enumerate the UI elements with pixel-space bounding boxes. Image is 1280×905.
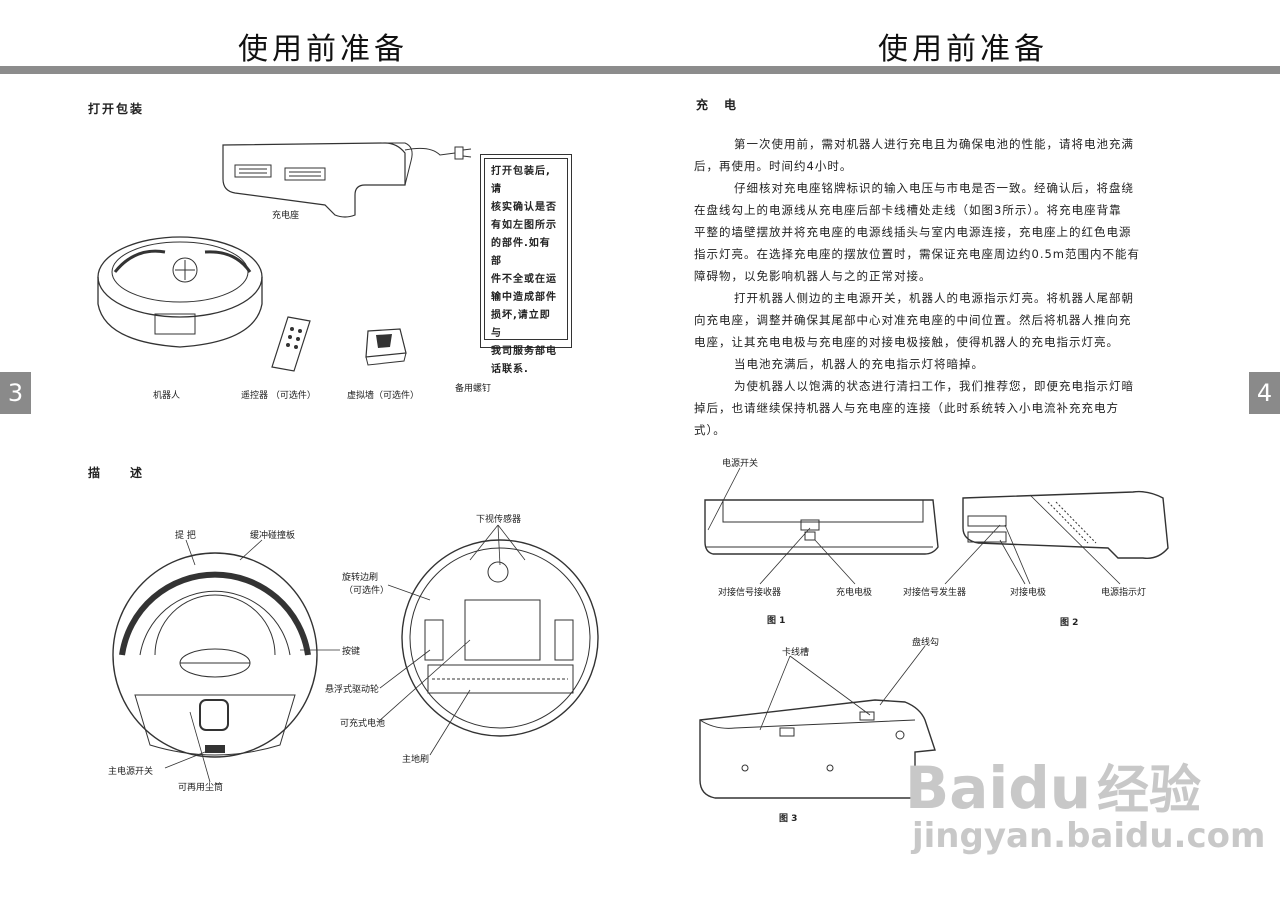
watermark-url: jingyan.baidu.com (912, 816, 1266, 856)
para-line: 掉后，也请继续保持机器人与充电座的连接（此时系统转入小电流补充充电方 (694, 401, 1119, 415)
caption-fig1: 图 1 (767, 616, 786, 626)
robot-top-view (112, 552, 318, 758)
describe-title: 描 述 (88, 466, 145, 480)
para-line: 平整的墙壁摆放并将充电座的电源线插头与室内电源连接，充电座上的红色电源 (694, 225, 1132, 239)
para-line: 电座，让其充电电极与充电座的对接电极接触，使得机器人的充电指示灯亮。 (694, 335, 1119, 349)
notice-line: 输中造成部件 (491, 292, 557, 303)
label-dock: 充电座 (272, 211, 300, 221)
robot-illustration (97, 236, 263, 348)
label-battery: 可充式电池 (340, 719, 386, 729)
figure-2-dock (962, 490, 1169, 559)
dock-illustration (222, 142, 472, 218)
para-line: 障碍物，以免影响机器人与之的正常对接。 (694, 269, 932, 283)
label-side-brush-optional: （可选件） (344, 586, 390, 596)
para-line: 为使机器人以饱满的状态进行清扫工作，我们推荐您，即便充电指示灯暗 (734, 379, 1134, 393)
notice-line: 有如左图所示 (491, 220, 557, 231)
label-robot: 机器人 (153, 391, 181, 401)
remote-illustration (271, 316, 311, 372)
label-signal-receiver: 对接信号接收器 (718, 588, 782, 598)
leader-lines-left (164, 524, 526, 783)
label-remote: 遥控器 （可选件） (241, 391, 316, 401)
para-line: 打开机器人侧边的主电源开关，机器人的电源指示灯亮。将机器人尾部朝 (734, 291, 1134, 305)
charge-instructions: 第一次使用前，需对机器人进行充电且为确保电池的性能，请将电池充满 后，再使用。时… (694, 133, 1194, 441)
label-power-switch: 主电源开关 (108, 767, 154, 777)
left-page-title: 使用前准备 (238, 32, 408, 67)
para-line: 式）。 (694, 423, 726, 437)
label-cord-hook: 盘线勾 (912, 638, 940, 648)
label-virtual-wall: 虚拟墙（可选件） (347, 391, 420, 401)
figure-1-robot-side (704, 499, 939, 555)
para-line: 后，再使用。时间约4小时。 (694, 159, 853, 173)
notice-line: 我司服务部电 (491, 346, 557, 357)
figure-3-dock-back (699, 699, 936, 799)
label-side-brush: 旋转边刷 (342, 573, 379, 583)
label-signal-emitter: 对接信号发生器 (903, 588, 967, 598)
label-main-brush: 主地刷 (402, 755, 430, 765)
label-wheel: 悬浮式驱动轮 (325, 685, 380, 695)
label-cliff-sensor: 下视传感器 (476, 515, 522, 525)
unpack-title: 打开包装 (88, 102, 145, 116)
label-screws: 备用螺钉 (455, 384, 492, 394)
notice-line: 核实确认是否 (491, 202, 557, 213)
virtual-wall-illustration (365, 328, 407, 366)
label-power-indicator: 电源指示灯 (1101, 588, 1147, 598)
para-line: 第一次使用前，需对机器人进行充电且为确保电池的性能，请将电池充满 (734, 137, 1134, 151)
label-charge-electrode: 充电电极 (836, 588, 873, 598)
notice-box: 打开包装后,请 核实确认是否 有如左图所示 的部件.如有部 件不全或在运 输中造… (480, 154, 572, 375)
watermark-bai: Bai (905, 754, 1009, 822)
label-dustbin: 可再用尘筒 (178, 783, 224, 793)
para-line: 向充电座，调整并确保其尾部中心对准充电座的中间位置。然后将机器人推向充 (694, 313, 1132, 327)
caption-fig3: 图 3 (779, 814, 798, 824)
watermark-du: du (1008, 754, 1092, 822)
caption-fig2: 图 2 (1060, 618, 1079, 628)
notice-line: 损坏,请立即与 (491, 310, 551, 339)
header-rule (0, 66, 1280, 74)
watermark-cn: 经验 (1097, 761, 1202, 821)
label-fig1-power-switch: 电源开关 (722, 459, 759, 469)
para-line: 仔细核对充电座铭牌标识的输入电压与市电是否一致。经确认后，将盘绕 (734, 181, 1134, 195)
right-page-title: 使用前准备 (878, 32, 1048, 67)
page-number-right: 4 (1249, 372, 1280, 414)
notice-line: 话联系. (491, 364, 529, 375)
para-line: 指示灯亮。在选择充电座的摆放位置时，需保证充电座周边约0.5m范围内不能有 (694, 247, 1140, 261)
label-button: 按键 (342, 647, 361, 657)
para-line: 在盘线勾上的电源线从充电座后部卡线槽处走线（如图3所示）。将充电座背靠 (694, 203, 1122, 217)
charge-title: 充 电 (696, 98, 739, 112)
notice-line: 打开包装后,请 (491, 166, 551, 195)
notice-line: 件不全或在运 (491, 274, 557, 285)
notice-line: 的部件.如有部 (491, 238, 551, 267)
label-dock-electrode: 对接电极 (1010, 588, 1047, 598)
para-line: 当电池充满后，机器人的充电指示灯将暗掉。 (734, 357, 984, 371)
page-number-left: 3 (0, 372, 31, 414)
label-bumper: 缓冲碰撞板 (250, 531, 296, 541)
label-cable-slot: 卡线槽 (782, 648, 810, 658)
label-handle: 提 把 (175, 531, 196, 541)
robot-bottom-view (401, 539, 599, 737)
